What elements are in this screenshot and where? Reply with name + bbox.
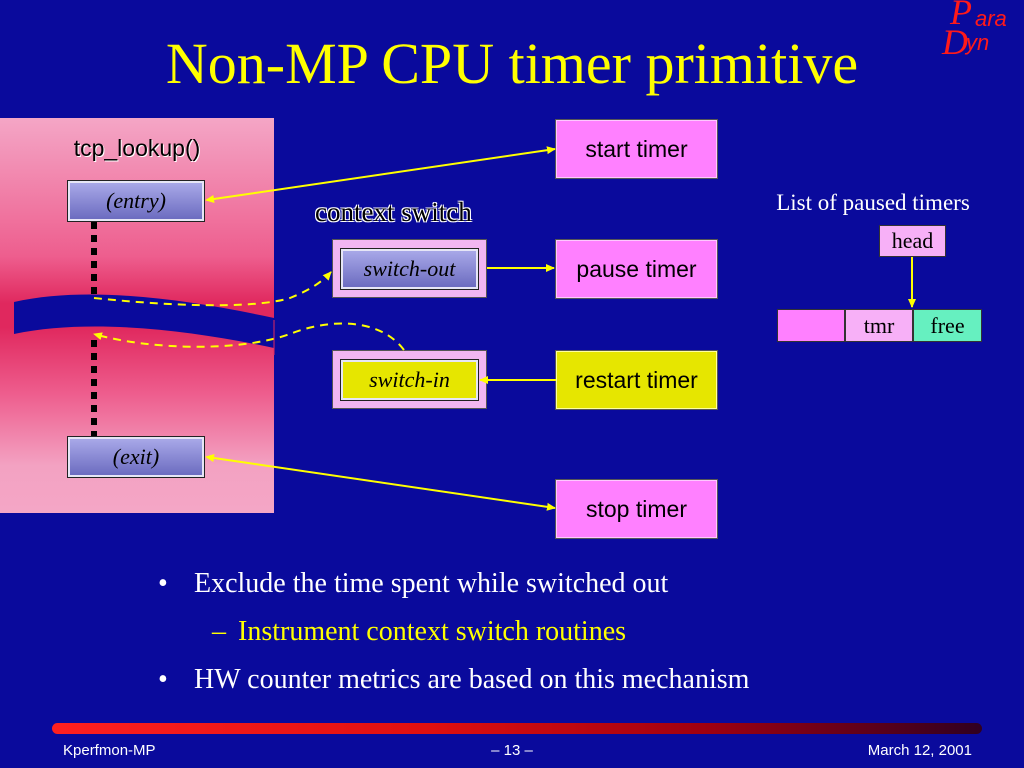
logo-text-top: ara bbox=[975, 6, 1007, 31]
sub-bullet-marker: – bbox=[212, 616, 226, 647]
bullet-marker: • bbox=[158, 568, 168, 599]
dashed-arrow-to-switchout bbox=[93, 271, 332, 307]
stop-timer-box: stop timer bbox=[555, 479, 718, 539]
footer-date: March 12, 2001 bbox=[867, 742, 972, 759]
function-label: tcp_lookup() bbox=[73, 135, 201, 161]
footer-page-number: – 13 – bbox=[491, 742, 533, 759]
list-head-box: head bbox=[879, 225, 946, 257]
dashed-arrow-from-switchin bbox=[93, 322, 405, 351]
switch-in-box: switch-in bbox=[340, 359, 479, 401]
bullet-item: • Exclude the time spent while switched … bbox=[150, 566, 1010, 614]
logo-text-bottom: yn bbox=[964, 30, 989, 55]
footer-bar bbox=[52, 723, 982, 734]
exit-box: (exit) bbox=[67, 436, 205, 478]
svg-text:P: P bbox=[949, 0, 972, 32]
arrow-entry-start bbox=[205, 146, 556, 203]
page-title: Non-MP CPU timer primitive bbox=[165, 31, 859, 96]
sub-bullet-item: – Instrument context switch routines bbox=[150, 614, 1010, 662]
restart-timer-box: restart timer bbox=[555, 350, 718, 410]
footer-left: Kperfmon-MP bbox=[63, 742, 156, 759]
arrow-exit-stop bbox=[205, 454, 556, 511]
bullet-text: Exclude the time spent while switched ou… bbox=[194, 568, 669, 599]
pause-timer-box: pause timer bbox=[555, 239, 718, 299]
svg-text:D: D bbox=[941, 22, 968, 60]
list-cell-tmr: tmr bbox=[845, 309, 913, 342]
switch-out-box: switch-out bbox=[340, 248, 479, 290]
bullet-marker: • bbox=[158, 664, 168, 695]
wave-band-top bbox=[14, 294, 274, 348]
list-cell-free: free bbox=[913, 309, 982, 342]
start-timer-box: start timer bbox=[555, 119, 718, 179]
sub-bullet-text: Instrument context switch routines bbox=[238, 616, 627, 647]
bullet-text: HW counter metrics are based on this mec… bbox=[194, 664, 750, 695]
paradyn-logo: P ara D yn bbox=[941, 0, 1007, 60]
bullet-item: • HW counter metrics are based on this m… bbox=[150, 662, 1010, 710]
list-cell-empty bbox=[777, 309, 845, 342]
bullet-list: • Exclude the time spent while switched … bbox=[150, 566, 1010, 710]
entry-box: (entry) bbox=[67, 180, 205, 222]
paused-list-title: List of paused timers bbox=[776, 190, 970, 215]
